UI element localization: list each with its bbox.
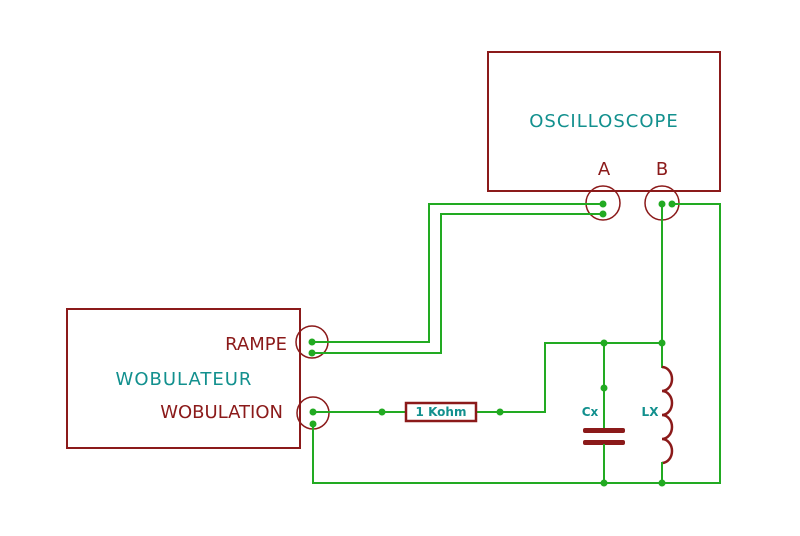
wobulator-title: WOBULATEUR [116,369,253,390]
junction-dots [308,200,676,487]
oscilloscope-title: OSCILLOSCOPE [529,111,678,132]
oscilloscope-block: OSCILLOSCOPE A B [487,51,721,221]
capacitor: Cx [582,342,625,484]
capacitor-plate-top [583,428,625,433]
wobulation-label: WOBULATION [160,402,283,423]
wobulator-frame [66,308,301,449]
resistor: 1 Kohm [404,401,478,423]
inductor: LX [642,342,674,484]
ramp-to-a-wires [311,203,604,354]
wobulation-path [312,342,663,484]
ramp-label: RAMPE [225,334,287,355]
oscilloscope-frame [487,51,721,192]
wobulator-block: RAMPE WOBULATEUR WOBULATION [66,308,330,449]
inductor-coil [661,365,674,465]
resistor-body [404,401,478,423]
capacitor-label: Cx [582,405,599,419]
inductor-label: LX [642,405,660,419]
input-a-label: A [598,159,611,180]
input-b-label: B [656,159,668,180]
input-b-wires [661,203,721,484]
resistor-label: 1 Kohm [416,405,467,419]
capacitor-plate-bottom [583,440,625,445]
